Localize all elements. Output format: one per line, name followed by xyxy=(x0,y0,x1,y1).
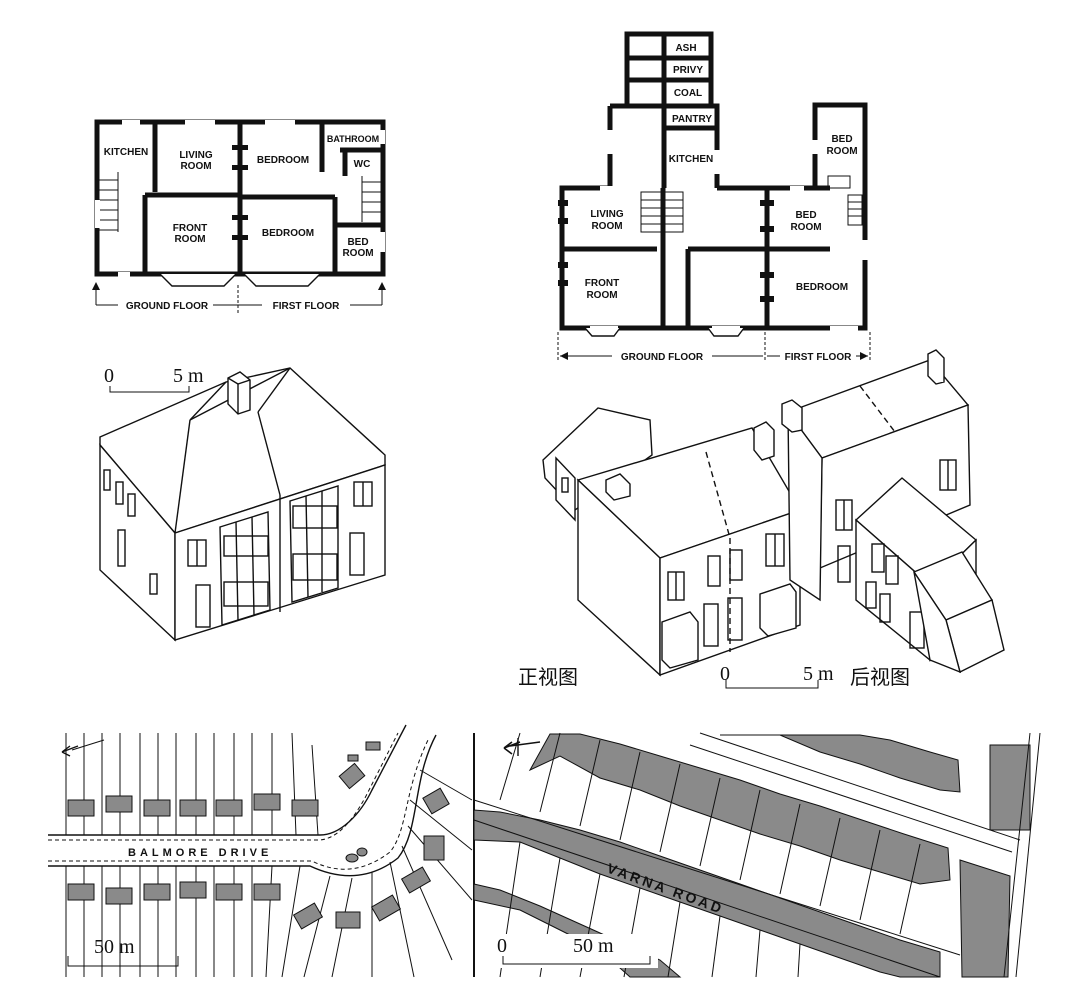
room-front-2: ROOM xyxy=(174,234,205,245)
label-ground-floor-left: GROUND FLOOR xyxy=(126,301,209,312)
terrace-row-top xyxy=(528,733,961,885)
staircase-right xyxy=(361,176,381,222)
staircase-terrace-2 xyxy=(827,175,863,226)
map-right-scale: 0 50 m xyxy=(494,934,658,968)
staircase-terrace xyxy=(640,191,684,233)
map-balmore-drive: BALMORE DRIVE 50 m xyxy=(48,724,473,978)
room-pantry: PANTRY xyxy=(672,114,712,125)
scale-right-five: 5 m xyxy=(803,663,834,685)
plots-top xyxy=(65,732,319,836)
scale-left-zero: 0 xyxy=(104,365,114,387)
room-coal: COAL xyxy=(674,88,702,99)
staircase-left xyxy=(99,172,119,232)
room-bed-upper: BED xyxy=(831,134,852,145)
room-bed: BED xyxy=(347,237,368,248)
room-kitchen: KITCHEN xyxy=(104,147,148,158)
label-first-floor-right: FIRST FLOOR xyxy=(785,352,852,363)
room-living-terrace-2: ROOM xyxy=(591,221,622,232)
floor-plan-terrace: ASH PRIVY COAL PANTRY KITCHEN BED ROOM L… xyxy=(557,31,871,363)
road-label-balmore: BALMORE DRIVE xyxy=(128,847,272,859)
semidetached-house-front-view xyxy=(99,367,386,642)
scale-bar-right: 0 5 m xyxy=(720,663,834,689)
room-kitchen-terrace: KITCHEN xyxy=(669,154,713,165)
room-bed-middle: BED xyxy=(795,210,816,221)
room-living: LIVING xyxy=(179,150,213,161)
room-bedroom-2: BEDROOM xyxy=(262,228,314,239)
room-bedroom-terrace: BEDROOM xyxy=(796,282,848,293)
label-ground-floor-right: GROUND FLOOR xyxy=(621,352,704,363)
map-left-scale: 50 m xyxy=(67,936,179,967)
map-right-scale-text: 50 m xyxy=(573,935,614,957)
room-bed-upper-2: ROOM xyxy=(826,146,857,157)
room-privy: PRIVY xyxy=(673,65,703,76)
north-arrow-left xyxy=(61,745,79,757)
room-bed-middle-2: ROOM xyxy=(790,222,821,233)
room-bathroom: BATHROOM xyxy=(327,134,379,144)
label-first-floor-left: FIRST FLOOR xyxy=(273,301,340,312)
terrace-house-views xyxy=(542,349,1005,677)
room-ash: ASH xyxy=(675,43,696,54)
room-wc: WC xyxy=(354,159,371,170)
floor-plan-semidetached: KITCHEN LIVING ROOM BEDROOM BATHROOM WC … xyxy=(92,119,386,315)
scale-right-zero: 0 xyxy=(720,663,730,685)
map-varna-road: VARNA ROAD 0 50 m xyxy=(473,732,1052,978)
room-front-terrace: FRONT xyxy=(585,278,619,289)
room-front-terrace-2: ROOM xyxy=(586,290,617,301)
map-left-scale-text: 50 m xyxy=(94,936,135,958)
scale-bar-left: 0 5 m xyxy=(104,365,204,393)
room-living-2: ROOM xyxy=(180,161,211,172)
map-right-scale-zero: 0 xyxy=(497,935,507,957)
room-front: FRONT xyxy=(173,223,207,234)
label-back-view: 后视图 xyxy=(850,665,910,689)
room-bedroom: BEDROOM xyxy=(257,155,309,166)
room-living-terrace: LIVING xyxy=(590,209,624,220)
label-front-view: 正视图 xyxy=(518,665,578,689)
scale-left-five: 5 m xyxy=(173,365,204,387)
room-bed-2: ROOM xyxy=(342,248,373,259)
